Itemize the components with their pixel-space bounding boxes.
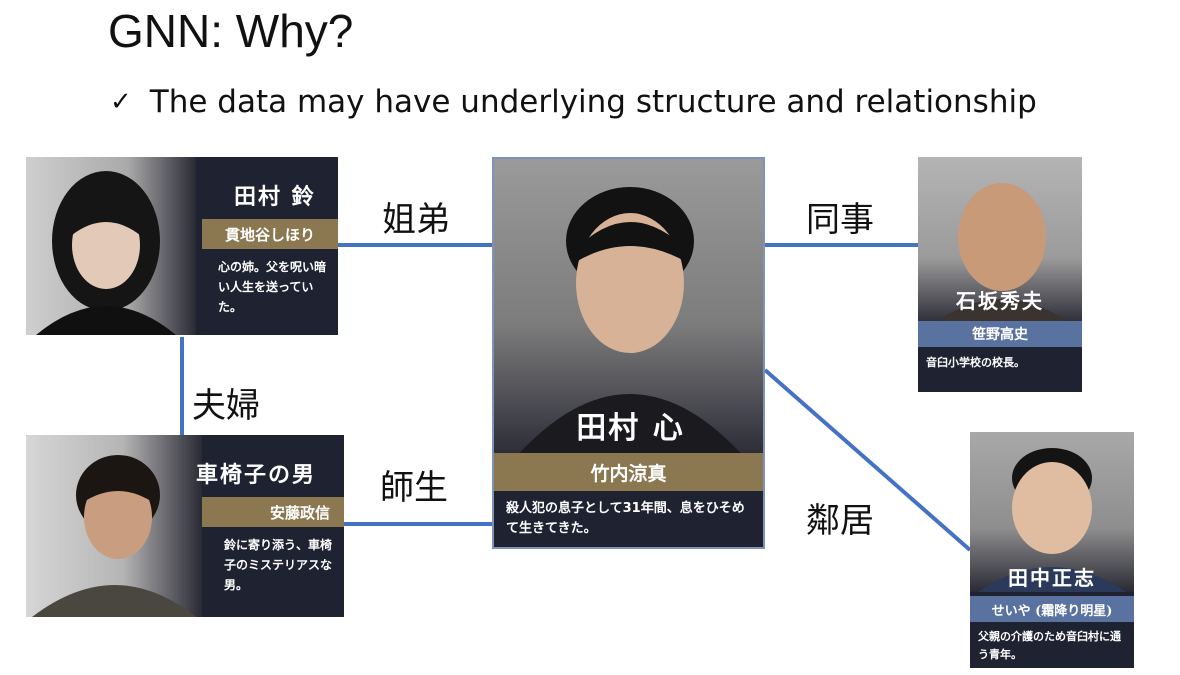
portrait-image (26, 157, 196, 335)
actor-name: 安藤政信 (202, 497, 344, 527)
portrait-figure (514, 187, 746, 459)
portrait-figure (932, 183, 1072, 325)
actor-name: 竹内涼真 (494, 453, 763, 491)
portrait-image (494, 159, 763, 459)
character-name: 車椅子の男 (196, 462, 317, 488)
character-name: 田村 心 (576, 411, 685, 446)
character-card-sister: 田村 鈴 貫地谷しほり 心の姉。父を呪い暗い人生を送っていた。 (26, 157, 338, 335)
portrait-image (918, 157, 1082, 325)
actor-name: 貫地谷しほり (202, 219, 338, 249)
relation-label-neighbor: 鄰居 (806, 501, 874, 541)
character-card-principal: 石坂秀夫 笹野高史 音臼小学校の校長。 (918, 157, 1082, 392)
character-card-wheelchair-man: 車椅子の男 安藤政信 鈴に寄り添う、車椅子のミステリアスな男。 (26, 435, 344, 617)
character-description: 殺人犯の息子として31年間、息をひそめて生きてきた。 (506, 501, 745, 536)
character-card-neighbor: 田中正志 せいや (霜降り明星) 父親の介護のため音臼村に通う青年。 (970, 432, 1134, 668)
actor-name: 笹野高史 (918, 321, 1082, 347)
bullet-point: ✓ The data may have underlying structure… (110, 84, 1037, 120)
slide-title: GNN: Why? (108, 5, 354, 57)
character-description: 父親の介護のため音臼村に通う青年。 (978, 630, 1121, 661)
portrait-figure (36, 171, 176, 335)
character-name: 石坂秀夫 (956, 289, 1044, 313)
relation-label-siblings: 姐弟 (382, 200, 450, 240)
character-name: 田村 鈴 (234, 184, 316, 210)
relation-label-couple: 夫婦 (192, 386, 260, 426)
relation-label-teacher-student: 師生 (380, 468, 448, 508)
portrait-image (970, 432, 1134, 592)
character-description: 音臼小学校の校長。 (926, 356, 1025, 369)
portrait-figure (978, 448, 1126, 592)
character-description: 心の姉。父を呪い暗い人生を送っていた。 (218, 260, 327, 314)
portrait-image (26, 435, 202, 617)
portrait-figure (32, 455, 196, 617)
bullet-text: The data may have underlying structure a… (149, 84, 1037, 120)
relation-label-colleague: 同事 (806, 200, 874, 240)
edge-neighbor (763, 368, 972, 552)
actor-name: せいや (霜降り明星) (970, 596, 1134, 622)
character-card-center: 田村 心 竹内涼真 殺人犯の息子として31年間、息をひそめて生きてきた。 (492, 157, 765, 549)
character-name: 田中正志 (1008, 566, 1096, 590)
checkmark-icon: ✓ (110, 87, 132, 117)
character-description: 鈴に寄り添う、車椅子のミステリアスな男。 (224, 538, 333, 592)
